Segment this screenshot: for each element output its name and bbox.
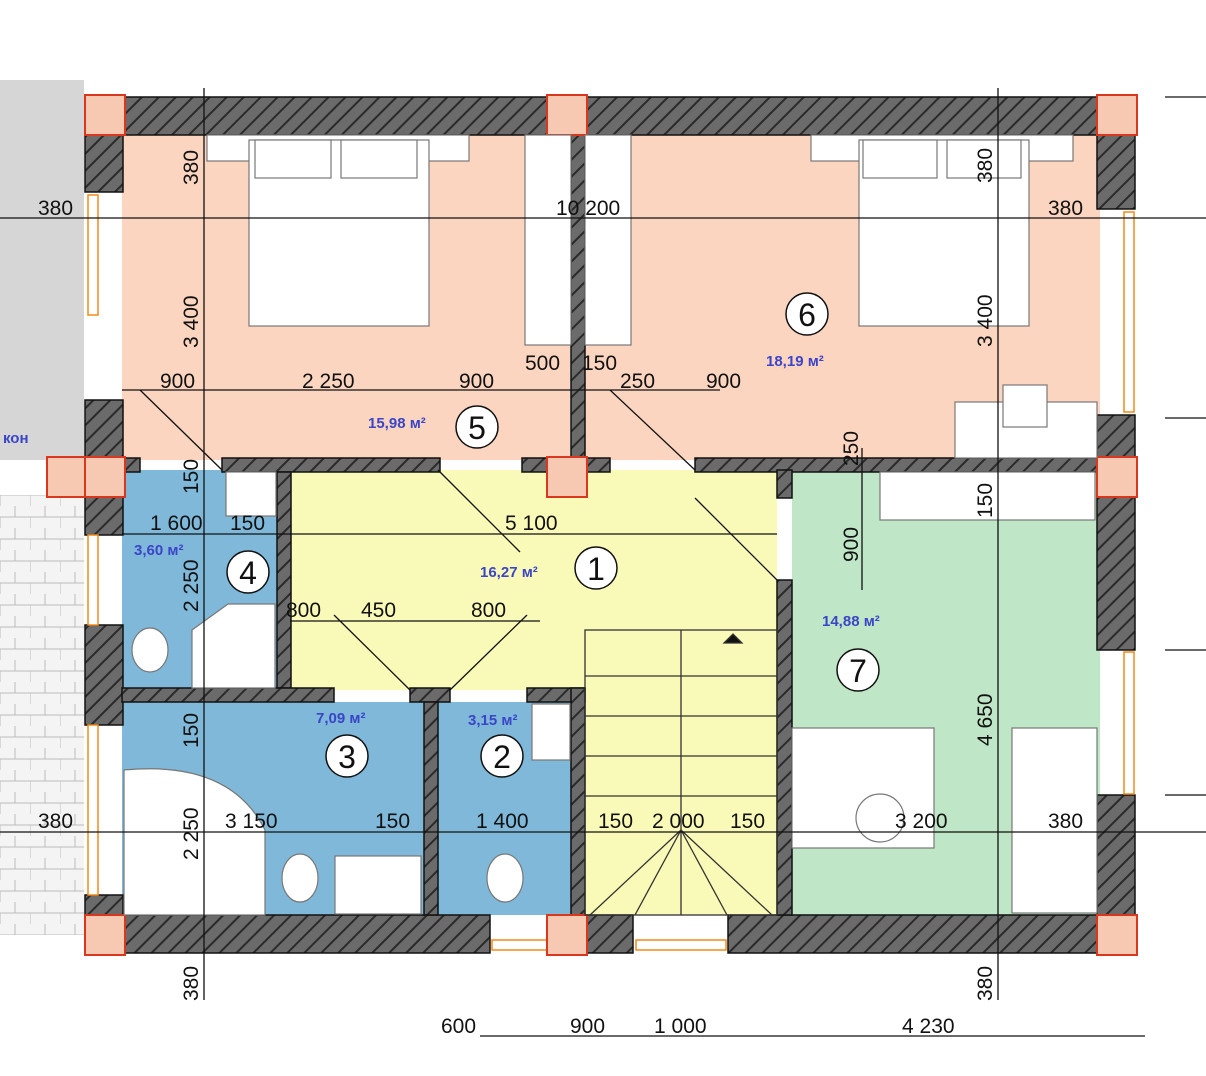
dim-lower-380a: 380	[38, 810, 73, 833]
wall-lower-1	[121, 687, 335, 703]
svg-text:2: 2	[493, 739, 511, 775]
dim-upper-150: 150	[582, 352, 617, 375]
dim-top-10200: 10 200	[556, 197, 620, 220]
bed-room-5	[206, 134, 470, 327]
dim-lower-150b: 150	[598, 810, 633, 833]
staircase	[584, 629, 778, 916]
dim-right-380-top: 380	[974, 148, 997, 183]
terrace-tiles	[0, 495, 84, 935]
wall-study-left	[776, 469, 793, 499]
dim-right-900: 900	[840, 527, 863, 562]
room-1-area: 16,27 м²	[480, 564, 538, 581]
wall-study-left-2	[776, 579, 793, 916]
wall-lower-2	[409, 687, 451, 703]
balcony-area	[0, 80, 84, 460]
dim-top-left-380: 380	[38, 197, 73, 220]
wall-bedrooms-divider	[570, 134, 586, 461]
room-4-area: 3,60 м²	[134, 542, 183, 559]
bathroom-fixtures	[123, 471, 571, 916]
dim-left-150a: 150	[180, 459, 203, 494]
computer-desk-room-6	[954, 384, 1098, 459]
room-3-area: 7,09 м²	[316, 710, 365, 727]
dim-right-250: 250	[840, 431, 863, 466]
dim-hall-800a: 800	[286, 599, 321, 622]
dim-bottom-600: 600	[441, 1015, 476, 1038]
room-number-3: 3	[325, 734, 369, 778]
wall-left-3	[84, 624, 124, 726]
windows	[87, 194, 1135, 951]
wall-top	[84, 96, 1136, 136]
dim-hall-450: 450	[361, 599, 396, 622]
svg-text:1: 1	[587, 551, 605, 587]
dim-left-380-bottom: 380	[180, 966, 203, 1001]
dim-lower-2000: 2 000	[652, 810, 705, 833]
dim-upper-900c: 900	[706, 370, 741, 393]
dim-right-150: 150	[974, 483, 997, 518]
wall-bath2-stair	[570, 687, 586, 916]
room-number-1: 1	[574, 546, 618, 590]
dim-left-3400: 3 400	[180, 295, 203, 348]
dim-left-150b: 150	[180, 713, 203, 748]
dim-lower-3200: 3 200	[895, 810, 948, 833]
dim-bottom-900: 900	[570, 1015, 605, 1038]
dim-mid-150: 150	[230, 512, 265, 535]
dim-bottom-4230: 4 230	[902, 1015, 955, 1038]
svg-text:3: 3	[338, 739, 356, 775]
wall-bottom-right	[727, 914, 1136, 954]
svg-text:4: 4	[239, 555, 257, 591]
dim-mid-5100: 5 100	[505, 512, 558, 535]
dim-upper-250: 250	[620, 370, 655, 393]
dim-mid-1600: 1 600	[150, 512, 203, 535]
svg-text:7: 7	[849, 653, 867, 689]
dimension-lines	[0, 88, 1206, 1037]
dim-lower-150a: 150	[375, 810, 410, 833]
dim-left-2250a: 2 250	[180, 559, 203, 612]
room-7-area: 14,88 м²	[822, 613, 880, 630]
dim-lower-1400: 1 400	[476, 810, 529, 833]
dim-top-right-380: 380	[1048, 197, 1083, 220]
dim-lower-380b: 380	[1048, 810, 1083, 833]
dim-left-2250b: 2 250	[180, 807, 203, 860]
wall-bottom-left	[84, 914, 491, 954]
wall-bottom-mid	[584, 914, 634, 954]
svg-text:6: 6	[798, 297, 816, 333]
room-number-2: 2	[480, 734, 524, 778]
room-5-area: 15,98 м²	[368, 415, 426, 432]
wall-mid-4	[694, 457, 1101, 473]
wall-mid-2	[221, 457, 441, 473]
svg-text:5: 5	[468, 410, 486, 446]
dim-lower-150c: 150	[730, 810, 765, 833]
dim-left-380-top: 380	[180, 150, 203, 185]
wardrobes	[524, 134, 632, 346]
wall-bath3-bath2	[423, 701, 439, 916]
structural-columns	[46, 94, 1138, 956]
room-2-area: 3,15 м²	[468, 712, 517, 729]
room-number-4: 4	[226, 550, 270, 594]
dim-right-380-bottom: 380	[974, 966, 997, 1001]
dim-lower-3150: 3 150	[225, 810, 278, 833]
dim-upper-900b: 900	[459, 370, 494, 393]
door-swings	[139, 389, 778, 691]
room-6-area: 18,19 м²	[766, 353, 824, 370]
dim-upper-900a: 900	[160, 370, 195, 393]
dim-right-3400: 3 400	[974, 294, 997, 347]
wall-right-2	[1096, 414, 1136, 651]
dim-bottom-1000: 1 000	[654, 1015, 707, 1038]
study-furniture	[791, 471, 1098, 914]
bed-room-6	[810, 134, 1074, 327]
dim-right-4650: 4 650	[974, 693, 997, 746]
room-number-7: 7	[836, 648, 880, 692]
room-number-5: 5	[455, 405, 499, 449]
dim-hall-800b: 800	[471, 599, 506, 622]
wall-bath4-right	[276, 471, 292, 689]
balcony-label: кон	[3, 430, 29, 447]
dim-upper-500: 500	[525, 352, 560, 375]
room-number-6: 6	[785, 292, 829, 336]
dim-upper-2250: 2 250	[302, 370, 355, 393]
